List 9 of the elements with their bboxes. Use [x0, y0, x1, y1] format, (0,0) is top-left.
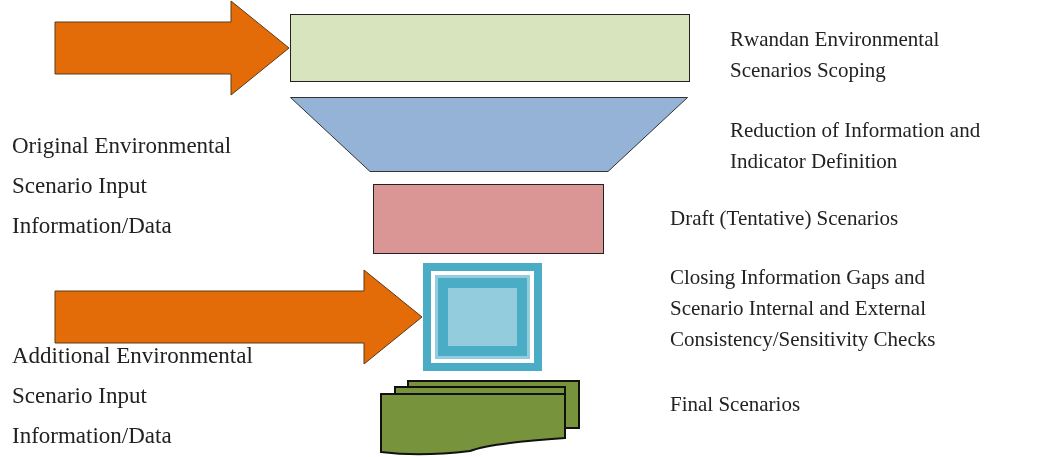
- input-label: Additional Environmental Scenario Input Information/Data: [12, 342, 254, 450]
- block-arrow: [54, 269, 423, 365]
- stage-caption: Reduction of Information and Indicator Definition: [730, 117, 982, 175]
- stage-caption: Final Scenarios: [670, 391, 802, 418]
- stage-caption: Closing Information Gaps and Scenario Internal and External Consistency/Sensitivity Checks: [670, 264, 937, 353]
- block-arrow: [54, 0, 290, 96]
- input-label: Original Environmental Scenario Input Information/Data: [12, 132, 233, 240]
- stage-caption: Rwandan Environmental Scenarios Scoping: [730, 26, 941, 84]
- stage-caption: Draft (Tentative) Scenarios: [670, 205, 900, 232]
